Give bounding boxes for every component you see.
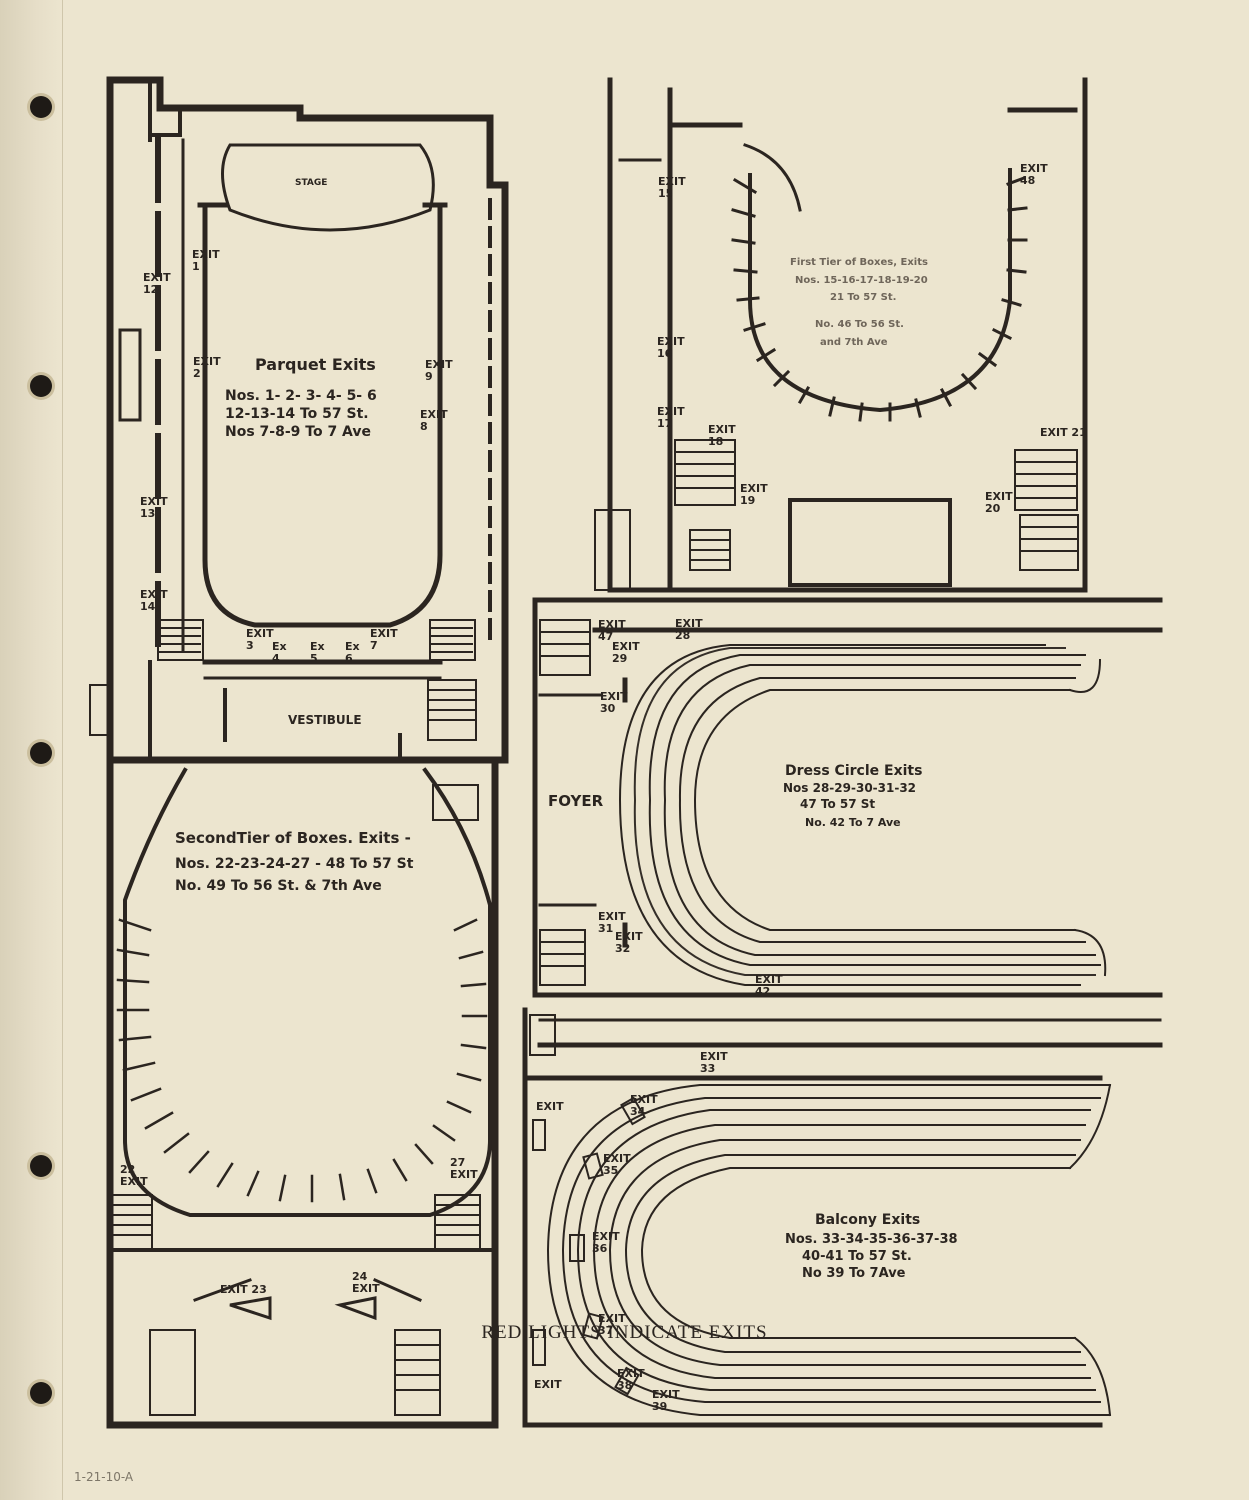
first-tier-title: First Tier of Boxes, Exits (790, 257, 928, 268)
parquet-line1: Nos. 1- 2- 3- 4- 5- 6 (225, 388, 377, 404)
foyer-label: FOYER (548, 792, 604, 810)
balcony-plan (522, 1007, 1163, 1428)
exit-label-first-tier-21: EXIT 21 (1040, 426, 1087, 439)
second-tier-plan (106, 761, 499, 1429)
second-tier-title: SecondTier of Boxes. Exits - (175, 829, 411, 847)
punch-hole (30, 742, 52, 764)
balcony-line1: Nos. 33-34-35-36-37-38 (785, 1232, 958, 1247)
balcony-title: Balcony Exits (815, 1212, 920, 1228)
vestibule-label: VESTIBULE (288, 713, 362, 727)
punch-hole (30, 96, 52, 118)
punch-hole (30, 1382, 52, 1404)
dress-circle-line1: Nos 28-29-30-31-32 (783, 781, 916, 795)
parquet-plan (89, 76, 509, 764)
second-tier-line2: No. 49 To 56 St. & 7th Ave (175, 878, 382, 894)
punch-hole (30, 1155, 52, 1177)
first-tier-plan (594, 77, 1088, 593)
dress-circle-plan (532, 597, 1163, 998)
second-tier-line1: Nos. 22-23-24-27 - 48 To 57 St (175, 856, 414, 872)
exit-label-balcony-40: EXIT (536, 1100, 564, 1113)
dress-circle-line2: 47 To 57 St (800, 797, 875, 811)
parquet-title: Parquet Exits (255, 355, 376, 374)
first-tier-line4: and 7th Ave (820, 337, 888, 348)
dress-circle-title: Dress Circle Exits (785, 763, 922, 779)
footer-note: RED LIGHTS INDICATE EXITS (481, 1322, 768, 1343)
pencil-note: 1-21-10-A (74, 1470, 134, 1484)
punch-hole (30, 375, 52, 397)
stage-label: STAGE (295, 178, 327, 188)
parquet-line2: 12-13-14 To 57 St. (225, 406, 369, 422)
first-tier-line1: Nos. 15-16-17-18-19-20 (795, 275, 928, 286)
balcony-line3: No 39 To 7Ave (802, 1266, 906, 1281)
exit-label-second-tier-23: EXIT 23 (220, 1283, 267, 1296)
binding-edge (0, 0, 63, 1500)
dress-circle-line3: No. 42 To 7 Ave (805, 816, 901, 829)
first-tier-line2: 21 To 57 St. (830, 292, 896, 303)
exit-label-balcony-41: EXIT (534, 1378, 562, 1391)
first-tier-line3: No. 46 To 56 St. (815, 319, 904, 330)
parquet-line3: Nos 7-8-9 To 7 Ave (225, 424, 371, 440)
balcony-line2: 40-41 To 57 St. (802, 1249, 912, 1264)
